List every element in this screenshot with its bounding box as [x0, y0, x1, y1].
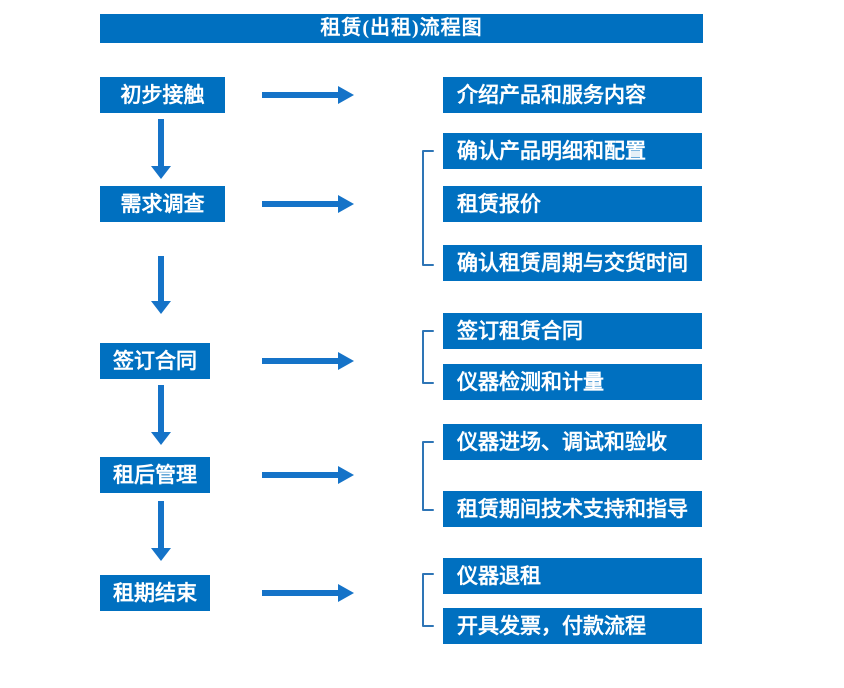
detail-box: 仪器检测和计量: [443, 364, 702, 400]
detail-box: 租赁报价: [443, 186, 702, 222]
bracket-icon: [422, 150, 434, 266]
step-box-post-rental-management: 租后管理: [100, 457, 210, 493]
right-arrow-icon: [262, 352, 354, 370]
right-arrow-icon: [262, 466, 354, 484]
down-arrow-icon: [151, 501, 171, 561]
detail-box: 开具发票，付款流程: [443, 608, 702, 644]
detail-box: 介绍产品和服务内容: [443, 77, 702, 113]
bracket-icon: [422, 330, 434, 384]
detail-box: 租赁期间技术支持和指导: [443, 491, 702, 527]
down-arrow-icon: [151, 385, 171, 445]
bracket-icon: [422, 573, 434, 627]
right-arrow-icon: [262, 195, 354, 213]
flowchart-title: 租赁(出租)流程图: [100, 14, 703, 43]
detail-box: 签订租赁合同: [443, 313, 702, 349]
detail-box: 确认产品明细和配置: [443, 133, 702, 169]
right-arrow-icon: [262, 86, 354, 104]
step-box-demand-survey: 需求调查: [100, 186, 225, 222]
down-arrow-icon: [151, 256, 171, 314]
right-arrow-icon: [262, 584, 354, 602]
detail-box: 仪器退租: [443, 558, 702, 594]
step-box-rental-end: 租期结束: [100, 575, 210, 611]
bracket-icon: [422, 441, 434, 511]
detail-box: 仪器进场、调试和验收: [443, 424, 702, 460]
down-arrow-icon: [151, 119, 171, 179]
step-box-initial-contact: 初步接触: [100, 77, 225, 113]
step-box-sign-contract: 签订合同: [100, 343, 210, 379]
detail-box: 确认租赁周期与交货时间: [443, 245, 702, 281]
